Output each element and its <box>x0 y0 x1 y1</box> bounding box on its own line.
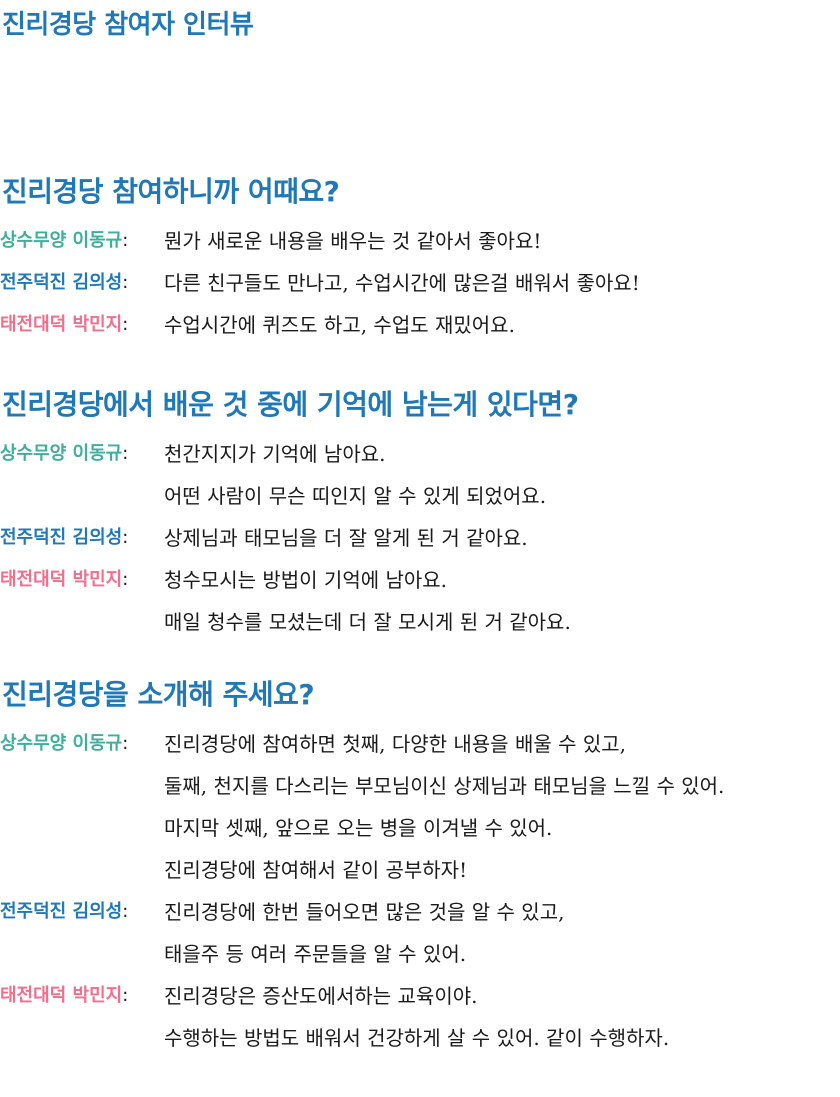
answer-line: 둘째, 천지를 다스리는 부모님이신 상제님과 태모님을 느낄 수 있어. <box>164 774 725 798</box>
answer-text: 진리경당에 한번 들어오면 많은 것을 알 수 있고, 태을주 등 여러 주문들… <box>164 891 840 975</box>
speaker-name: 상수무양 이동규 <box>0 230 123 251</box>
answer-text: 상제님과 태모님을 더 잘 알게 된 거 같아요. <box>164 517 840 559</box>
answer-line: 마지막 셋째, 앞으로 오는 병을 이겨낼 수 있어. <box>164 816 553 840</box>
answer-line: 진리경당에 참여해서 같이 공부하자! <box>164 858 468 882</box>
answer-item: 전주덕진 김의성: 진리경당에 한번 들어오면 많은 것을 알 수 있고, 태을… <box>0 891 840 975</box>
answer-text: 다른 친구들도 만나고, 수업시간에 많은걸 배워서 좋아요! <box>164 262 840 304</box>
answer-list: 상수무양 이동규: 천간지지가 기억에 남아요. 어떤 사람이 무슨 띠인지 알… <box>0 433 840 643</box>
page-title: 진리경당 참여자 인터뷰 <box>2 10 254 40</box>
answer-line: 청수모시는 방법이 기억에 남아요. <box>164 568 448 592</box>
speaker-label: 태전대덕 박민지: <box>0 569 129 590</box>
answer-text: 진리경당에 참여하면 첫째, 다양한 내용을 배울 수 있고, 둘째, 천지를 … <box>164 723 840 891</box>
answer-line: 상제님과 태모님을 더 잘 알게 된 거 같아요. <box>164 526 528 550</box>
speaker-name: 전주덕진 김의성 <box>0 527 123 548</box>
answer-item: 상수무양 이동규: 진리경당에 참여하면 첫째, 다양한 내용을 배울 수 있고… <box>0 723 840 891</box>
answer-line: 다른 친구들도 만나고, 수업시간에 많은걸 배워서 좋아요! <box>164 271 640 295</box>
answer-line: 진리경당은 증산도에서하는 교육이야. <box>164 984 478 1008</box>
answer-text: 청수모시는 방법이 기억에 남아요. 매일 청수를 모셨는데 더 잘 모시게 된… <box>164 559 840 643</box>
speaker-name: 태전대덕 박민지 <box>0 985 123 1006</box>
answer-line: 뭔가 새로운 내용을 배우는 것 같아서 좋아요! <box>164 229 542 253</box>
answer-list: 상수무양 이동규: 진리경당에 참여하면 첫째, 다양한 내용을 배울 수 있고… <box>0 723 840 1059</box>
speaker-label: 상수무양 이동규: <box>0 443 129 464</box>
answer-item: 상수무양 이동규: 천간지지가 기억에 남아요. 어떤 사람이 무슨 띠인지 알… <box>0 433 840 517</box>
answer-item: 전주덕진 김의성: 다른 친구들도 만나고, 수업시간에 많은걸 배워서 좋아요… <box>0 262 840 304</box>
section-1: 진리경당 참여하니까 어때요? 상수무양 이동규: 뭔가 새로운 내용을 배우는… <box>0 172 840 346</box>
answer-item: 태전대덕 박민지: 진리경당은 증산도에서하는 교육이야. 수행하는 방법도 배… <box>0 975 840 1059</box>
answer-list: 상수무양 이동규: 뭔가 새로운 내용을 배우는 것 같아서 좋아요! 전주덕진… <box>0 220 840 346</box>
answer-text: 천간지지가 기억에 남아요. 어떤 사람이 무슨 띠인지 알 수 있게 되었어요… <box>164 433 840 517</box>
section-question: 진리경당 참여하니까 어때요? <box>2 175 340 208</box>
answer-line: 천간지지가 기억에 남아요. <box>164 442 386 466</box>
speaker-label: 태전대덕 박민지: <box>0 985 129 1006</box>
answer-line: 수업시간에 퀴즈도 하고, 수업도 재밌어요. <box>164 313 515 337</box>
answer-line: 어떤 사람이 무슨 띠인지 알 수 있게 되었어요. <box>164 484 547 508</box>
speaker-name: 전주덕진 김의성 <box>0 272 123 293</box>
section-3: 진리경당을 소개해 주세요? 상수무양 이동규: 진리경당에 참여하면 첫째, … <box>0 675 840 1059</box>
section-question: 진리경당을 소개해 주세요? <box>2 678 315 711</box>
speaker-name: 태전대덕 박민지 <box>0 569 123 590</box>
answer-item: 태전대덕 박민지: 수업시간에 퀴즈도 하고, 수업도 재밌어요. <box>0 304 840 346</box>
answer-item: 전주덕진 김의성: 상제님과 태모님을 더 잘 알게 된 거 같아요. <box>0 517 840 559</box>
answer-text: 진리경당은 증산도에서하는 교육이야. 수행하는 방법도 배워서 건강하게 살 … <box>164 975 840 1059</box>
speaker-name: 태전대덕 박민지 <box>0 314 123 335</box>
answer-text: 뭔가 새로운 내용을 배우는 것 같아서 좋아요! <box>164 220 840 262</box>
answer-item: 태전대덕 박민지: 청수모시는 방법이 기억에 남아요. 매일 청수를 모셨는데… <box>0 559 840 643</box>
answer-line: 태을주 등 여러 주문들을 알 수 있어. <box>164 942 467 966</box>
answer-item: 상수무양 이동규: 뭔가 새로운 내용을 배우는 것 같아서 좋아요! <box>0 220 840 262</box>
answer-line: 매일 청수를 모셨는데 더 잘 모시게 된 거 같아요. <box>164 610 571 634</box>
speaker-label: 태전대덕 박민지: <box>0 314 129 335</box>
speaker-name: 전주덕진 김의성 <box>0 901 123 922</box>
speaker-name: 상수무양 이동규 <box>0 443 123 464</box>
answer-line: 수행하는 방법도 배워서 건강하게 살 수 있어. 같이 수행하자. <box>164 1026 670 1050</box>
speaker-label: 상수무양 이동규: <box>0 733 129 754</box>
answer-line: 진리경당에 참여하면 첫째, 다양한 내용을 배울 수 있고, <box>164 732 627 756</box>
section-2: 진리경당에서 배운 것 중에 기억에 남는게 있다면? 상수무양 이동규: 천간… <box>0 385 840 643</box>
speaker-label: 전주덕진 김의성: <box>0 527 129 548</box>
answer-text: 수업시간에 퀴즈도 하고, 수업도 재밌어요. <box>164 304 840 346</box>
section-question: 진리경당에서 배운 것 중에 기억에 남는게 있다면? <box>2 388 579 421</box>
answer-line: 진리경당에 한번 들어오면 많은 것을 알 수 있고, <box>164 900 565 924</box>
speaker-label: 전주덕진 김의성: <box>0 272 129 293</box>
speaker-label: 상수무양 이동규: <box>0 230 129 251</box>
speaker-name: 상수무양 이동규 <box>0 733 123 754</box>
speaker-label: 전주덕진 김의성: <box>0 901 129 922</box>
